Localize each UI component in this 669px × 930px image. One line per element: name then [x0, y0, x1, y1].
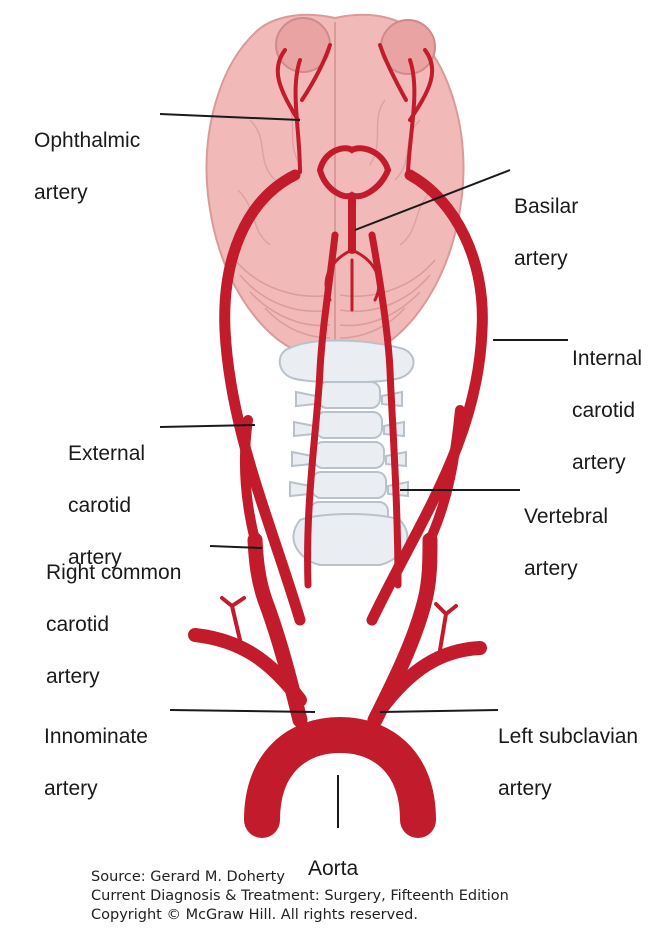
right-common-carotid-artery-label: Right common carotid artery: [46, 534, 181, 716]
vertebral-artery-label: Vertebral artery: [524, 478, 608, 608]
ophthalmic-artery-label: Ophthalmic artery: [34, 102, 140, 232]
left-subclavian-artery-label: Left subclavian artery: [498, 698, 638, 828]
source-credit: Source: Gerard M. Doherty Current Diagno…: [91, 868, 509, 925]
copyright-line: Copyright © McGraw Hill. All rights rese…: [91, 906, 509, 925]
internal-carotid-artery-label: Internal carotid artery: [572, 320, 642, 502]
basilar-artery-label: Basilar artery: [514, 168, 578, 298]
innominate-artery-label: Innominate artery: [44, 698, 148, 828]
book-title-line: Current Diagnosis & Treatment: Surgery, …: [91, 887, 509, 906]
source-line: Source: Gerard M. Doherty: [91, 868, 509, 887]
